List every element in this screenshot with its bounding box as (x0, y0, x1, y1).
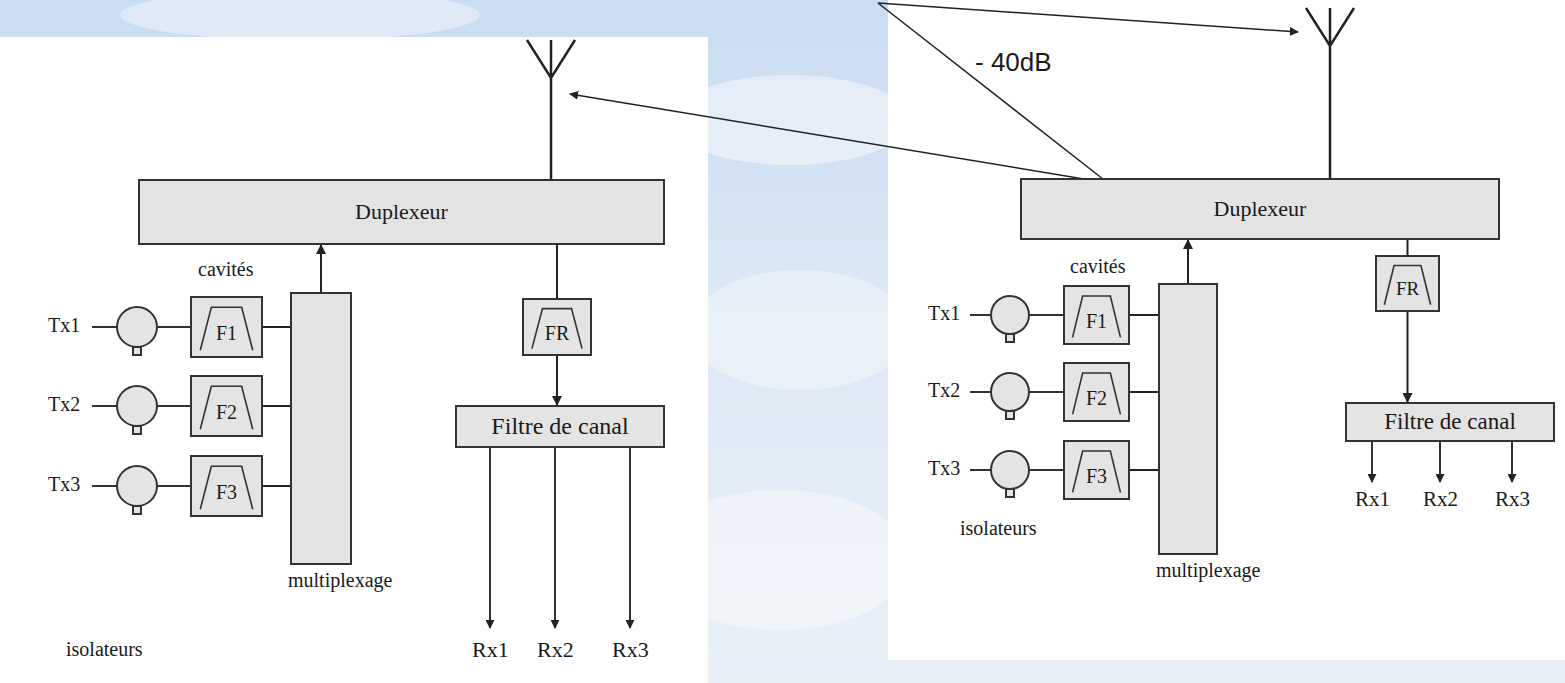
signal-connector (320, 245, 322, 292)
box-caption: multiplexage (288, 569, 392, 591)
signal-name: Tx3 (928, 457, 960, 479)
signal-name: Rx3 (612, 638, 649, 662)
signal-connector (1130, 314, 1158, 316)
signal-name: Tx2 (928, 379, 960, 401)
box-label: F2 (1086, 387, 1107, 409)
signal-name: Tx1 (928, 302, 960, 324)
filter-box: F1 (1063, 285, 1130, 345)
process-box: Filtre de canal (455, 405, 665, 448)
box-label: F3 (1086, 465, 1107, 487)
box-label: Duplexeur (1214, 197, 1307, 221)
attenuation-label: - 40dB (975, 48, 1052, 77)
right-panel (888, 0, 1565, 660)
signal-name: Tx1 (48, 314, 80, 336)
signal-connector (263, 326, 290, 328)
filter-box: F2 (190, 375, 263, 437)
signal-name: Rx1 (1355, 488, 1390, 511)
box-caption: multiplexage (1156, 559, 1260, 581)
box-label: Filtre de canal (491, 413, 628, 439)
antenna-symbol (527, 40, 575, 179)
cloud (120, 0, 480, 40)
coupling-arrow (570, 3, 1298, 183)
box-label: FR (1396, 279, 1419, 300)
filter-box: F3 (190, 455, 263, 517)
box-label: F1 (1086, 310, 1107, 332)
filter-box: F2 (1063, 362, 1130, 422)
output-arrow (1372, 442, 1512, 482)
box-label: FR (545, 322, 569, 344)
box-label: F3 (216, 481, 237, 503)
output-arrow (490, 448, 630, 628)
left-panel (0, 37, 708, 683)
process-box: Filtre de canal (1345, 402, 1555, 442)
signal-connector (1130, 391, 1158, 393)
signal-connector (263, 405, 290, 407)
signal-connector (556, 245, 558, 298)
signal-connector (556, 356, 558, 405)
group-label: cavités (198, 258, 254, 280)
box-label: Filtre de canal (1384, 409, 1516, 434)
isolator-symbol (991, 296, 1029, 497)
signal-name: Rx3 (1495, 488, 1530, 511)
signal-connector (1130, 469, 1158, 471)
filter-box: F1 (190, 296, 263, 358)
antenna-symbol (1306, 8, 1354, 178)
signal-connector (1187, 240, 1189, 283)
multiplexer-box: multiplexage (290, 292, 352, 565)
wire (92, 327, 190, 486)
filter-box: F3 (1063, 440, 1130, 500)
group-label: isolateurs (66, 638, 143, 660)
box-label: Duplexeur (355, 200, 448, 224)
process-box: Duplexeur (138, 179, 665, 245)
group-label: cavités (1070, 255, 1126, 277)
process-box: Duplexeur (1020, 178, 1500, 240)
filter-box: FR (522, 298, 592, 356)
signal-connector (1407, 312, 1409, 402)
group-label: isolateurs (960, 517, 1037, 539)
signal-name: Tx3 (48, 473, 80, 495)
signal-name: Rx2 (537, 638, 574, 662)
signal-connector (1407, 240, 1409, 255)
signal-name: Tx2 (48, 393, 80, 415)
isolator-symbol (117, 307, 157, 514)
signal-name: Rx1 (472, 638, 509, 662)
signal-name: Rx2 (1423, 488, 1458, 511)
multiplexer-box: multiplexage (1158, 283, 1218, 555)
wire (970, 315, 1063, 470)
signal-connector (263, 485, 290, 487)
filter-box: FR (1375, 255, 1440, 312)
cloud (690, 270, 910, 390)
box-label: F1 (216, 322, 237, 344)
box-label: F2 (216, 401, 237, 423)
